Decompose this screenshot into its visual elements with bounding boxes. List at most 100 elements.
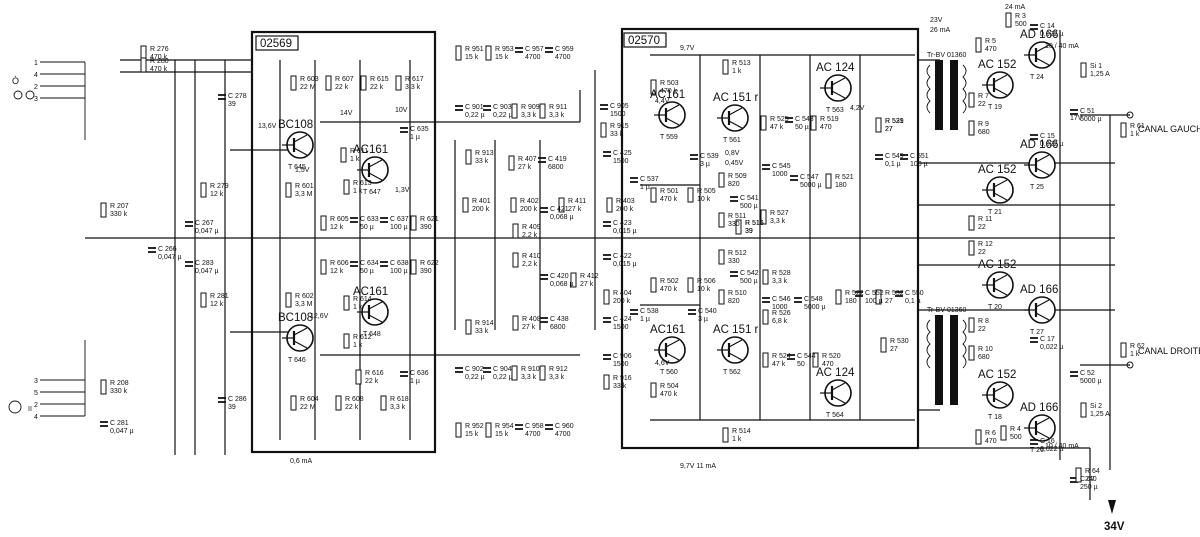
- transistor-t-561: [717, 104, 749, 132]
- component-ref: R 407: [518, 156, 537, 163]
- component-value: 100 µ: [865, 298, 883, 305]
- component-value: 100 µ: [390, 224, 408, 231]
- resistor-r-504: [650, 382, 657, 398]
- component-value: 3,3 k: [770, 218, 786, 225]
- component-value: 15 k: [495, 431, 509, 438]
- component-value: 200 k: [520, 206, 538, 213]
- voltage-label: 9,7V: [680, 45, 695, 52]
- capacitor-c-547: [790, 175, 798, 181]
- component-ref: R 612: [353, 334, 372, 341]
- component-value: 22 M: [300, 404, 316, 411]
- resistor-r-909: [511, 103, 518, 119]
- component-value: 1 k: [353, 304, 363, 311]
- capacitor-c-537: [630, 177, 638, 183]
- capacitor-c-959: [545, 47, 553, 53]
- component-value: 33 k: [610, 131, 624, 138]
- component-ref: C 421: [550, 206, 569, 213]
- capacitor-c-550: [895, 291, 903, 297]
- capacitor-c-438: [540, 317, 548, 323]
- resistor-r-915: [600, 122, 607, 138]
- component-value: 1500: [610, 111, 626, 118]
- component-value: 1 µ: [640, 184, 650, 191]
- component-ref: C 550: [905, 290, 924, 297]
- component-ref: R 519: [820, 116, 839, 123]
- component-value: 4700: [525, 431, 541, 438]
- component-ref: C 539: [700, 153, 719, 160]
- resistor-r-514: [722, 427, 729, 443]
- output-label-right: CANAL DROITE: [1138, 346, 1200, 356]
- transistor-type: BC108: [278, 119, 313, 131]
- component-ref: R 528: [772, 270, 791, 277]
- component-ref: C 424: [613, 316, 632, 323]
- component-ref: R 61: [1130, 123, 1145, 130]
- resistor-r-522: [835, 289, 842, 305]
- component-value: 820: [728, 181, 740, 188]
- component-value: 0,1 µ: [885, 161, 901, 168]
- transistor-ref: T 559: [660, 134, 678, 141]
- resistor-r-951: [455, 45, 462, 61]
- component-ref: R 509: [728, 173, 747, 180]
- component-ref: C 551: [910, 153, 929, 160]
- component-ref: C 267: [195, 220, 214, 227]
- component-ref: C 538: [640, 308, 659, 315]
- component-value: 33 k: [475, 328, 489, 335]
- component-ref: C 425: [613, 150, 632, 157]
- resistor-r-510: [718, 289, 725, 305]
- component-ref: R 409: [522, 224, 541, 231]
- svg-text:4: 4: [34, 414, 38, 421]
- transistor-t-25: [1024, 151, 1056, 179]
- module-box-02569: [250, 30, 437, 454]
- resistor-r-954: [485, 422, 492, 438]
- component-ref: R 532: [885, 290, 904, 297]
- resistor-r-7: [968, 92, 975, 108]
- module-label-left: 02569: [260, 38, 292, 50]
- transistor-ref: T 27: [1030, 329, 1044, 336]
- transistor-t-647: [357, 156, 389, 184]
- component-ref: R 607: [335, 76, 354, 83]
- component-value: 180: [835, 182, 847, 189]
- resistor-r-617: [395, 75, 402, 91]
- capacitor-c-541: [730, 196, 738, 202]
- resistor-r-607: [325, 75, 332, 91]
- resistor-r-615: [360, 75, 367, 91]
- component-value: 39: [228, 101, 236, 108]
- resistor-r-603: [290, 75, 297, 91]
- output-terminal-left: [1126, 111, 1134, 119]
- component-ref: R 410: [522, 253, 541, 260]
- resistor-r-605: [320, 215, 327, 231]
- component-value: 180: [845, 298, 857, 305]
- component-value: 3,3 M: [295, 191, 313, 198]
- transistor-type: AC 151 r: [713, 324, 759, 336]
- transistor-type: BC108: [278, 312, 313, 324]
- transistor-t-20: [982, 271, 1014, 299]
- component-ref: C 958: [525, 423, 544, 430]
- capacitor-c-958: [515, 424, 523, 430]
- resistor-r-612: [343, 333, 350, 349]
- component-value: 10 k: [697, 286, 711, 293]
- component-value: 50 µ: [795, 124, 809, 131]
- component-ref: C 959: [555, 46, 574, 53]
- component-ref: R 601: [295, 183, 314, 190]
- component-ref: R 524: [772, 353, 791, 360]
- resistor-r-3: [1005, 12, 1012, 28]
- component-value: 27: [885, 126, 893, 133]
- component-value: 0,1 µ: [905, 298, 921, 305]
- component-ref: R 521: [835, 174, 854, 181]
- component-value: 470: [822, 361, 834, 368]
- capacitor-c-425: [603, 151, 611, 157]
- component-value: 50 µ: [360, 224, 374, 231]
- component-value: 330: [728, 258, 740, 265]
- component-value: 470: [985, 46, 997, 53]
- component-ref: R 525: [770, 116, 789, 123]
- resistor-r-914: [465, 319, 472, 335]
- output-transformer-top: [926, 60, 967, 130]
- component-value: 3,3 M: [295, 301, 313, 308]
- svg-text:2: 2: [34, 402, 38, 409]
- svg-text:5: 5: [34, 390, 38, 397]
- resistor-r-531: [875, 117, 882, 133]
- component-ref: R 615: [370, 76, 389, 83]
- capacitor-c-281: [100, 421, 108, 427]
- resistor-r-9: [968, 120, 975, 136]
- component-value: 15 k: [465, 54, 479, 61]
- component-ref: C 904: [493, 366, 512, 373]
